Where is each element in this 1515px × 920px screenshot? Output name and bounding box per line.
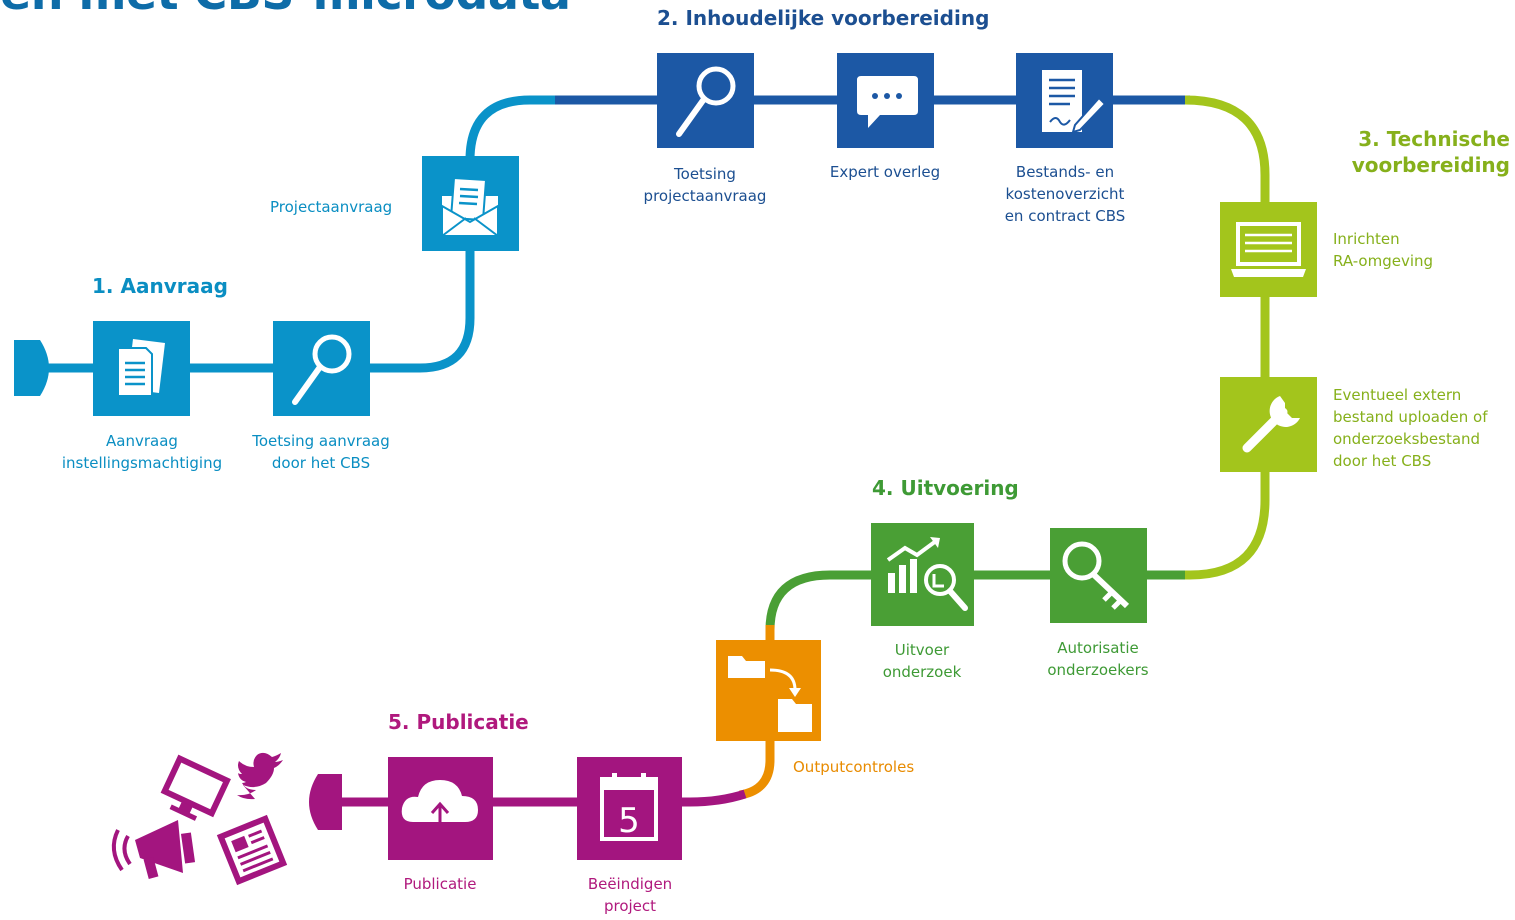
step-beeindigen-box [577,757,682,860]
page-title: en met CBS-microdata [0,0,571,20]
path-segment-output [739,625,775,800]
step-uitvoer-box [871,523,974,626]
step-uitvoer-label: Uitvoer onderzoek [882,641,962,681]
wrench-icon [1242,396,1300,453]
step-publicatie-box [388,757,493,860]
contract-icon [1042,70,1107,134]
step-inrichten-label: Inrichten RA-omgeving [1333,230,1434,270]
step-beeindigen-label: Beëindigen project [587,875,673,915]
megaphone-icon [111,820,196,879]
step-inrichten-box [1220,202,1317,297]
end-connector-icon [309,774,342,830]
path-segment-publicatie [320,789,747,807]
step-output-box [716,640,821,741]
step-toetsing-aanvraag-label: Toetsing aanvraag door het CBS [252,432,390,472]
path-segment-uitvoering [765,570,1185,631]
chart-magnifier-icon [886,537,968,611]
step-output-label: Outputcontroles [793,758,915,776]
phase-4-label: 4. Uitvoering [872,476,1019,500]
phase-3-label: 3. Technische voorbereiding [1351,127,1510,177]
step-publicatie-label: Publicatie [403,875,477,893]
laptop-icon [1231,222,1306,277]
step-toetsing-project-label: Toetsing projectaanvraag [643,165,767,205]
step-bestands-box [1016,53,1113,148]
documents-icon [117,339,165,397]
envelope-icon [441,176,499,237]
cloud-upload-icon [401,780,478,826]
twitter-bird-icon [237,752,283,800]
step-toetsing-aanvraag-box [273,321,370,416]
magnifier-icon [676,66,736,137]
magnifier-icon [292,334,352,405]
step-expert-label: Expert overleg [829,163,941,181]
step-extern-label: Eventueel extern bestand uploaden of ond… [1333,386,1488,470]
media-icons [111,752,288,886]
phase-1-label: 1. Aanvraag [92,274,228,298]
step-expert-box [837,53,934,148]
chat-bubble-icon [857,76,918,128]
step-autorisatie-label: Autorisatie onderzoekers [1047,639,1149,679]
calendar-day-number: 5 [618,801,640,841]
step-projectaanvraag-label: Projectaanvraag [270,198,393,216]
phase-2-label: 2. Inhoudelijke voorbereiding [657,6,990,30]
path-segment-technisch [1180,95,1270,580]
newspaper-icon [216,814,288,886]
folder-transfer-icon [728,656,812,732]
step-toetsing-project-box [657,53,754,148]
step-bestands-label: Bestands- en kostenoverzicht en contract… [1004,163,1126,225]
start-connector-icon [14,340,49,396]
step-extern-box [1220,377,1317,472]
calendar-icon [600,773,658,841]
step-autorisatie-box [1050,528,1147,623]
step-projectaanvraag-box [422,156,519,251]
phase-5-label: 5. Publicatie [388,710,529,734]
step-aanvraag-box [93,321,190,416]
key-icon [1062,541,1130,610]
monitor-icon [160,754,231,821]
step-aanvraag-label: Aanvraag instellingsmachtiging [61,432,223,472]
